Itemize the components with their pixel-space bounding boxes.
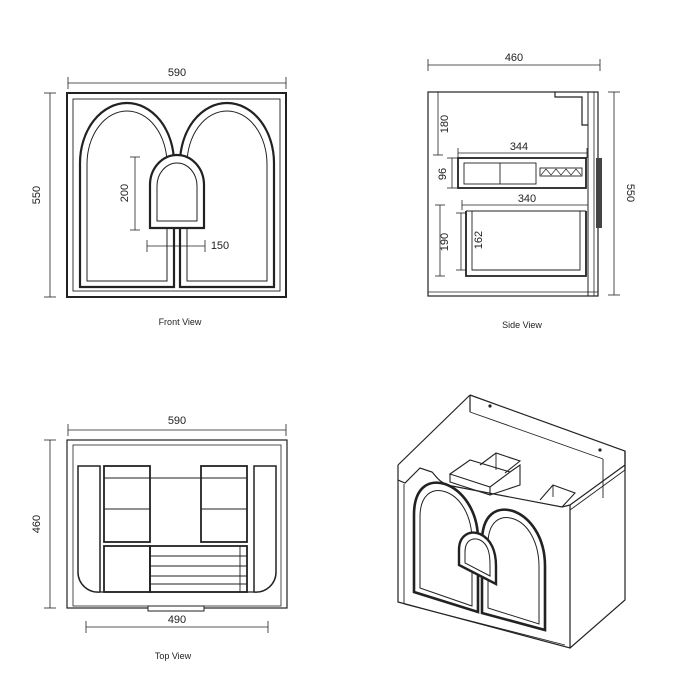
handle-offset-label: 150 — [211, 240, 229, 252]
right-arch-inner — [186, 110, 268, 282]
upper-drawer-width-label: 344 — [510, 141, 528, 153]
iso-left-arch-door — [412, 481, 480, 614]
top-inner-width-label: 490 — [168, 614, 186, 626]
top-gap-label: 180 — [439, 115, 451, 133]
isometric-view — [397, 394, 626, 649]
iso-right-side — [569, 451, 626, 649]
iso-inner-box-right — [539, 484, 576, 508]
upper-drawer-width-dimension: 344 — [457, 141, 588, 158]
right-drawer-module — [200, 465, 248, 543]
left-rounded-side — [77, 465, 101, 593]
handle-height-label: 200 — [119, 184, 131, 202]
lower-drawer-height-label: 162 — [473, 231, 485, 249]
upper-drawer-height-label: 96 — [437, 168, 449, 180]
front-height-label: 550 — [31, 186, 43, 204]
lower-drawer-height-dimension: 162 — [456, 212, 485, 271]
side-view: 460 550 180 344 — [427, 52, 636, 330]
top-depth-label: 460 — [31, 515, 43, 533]
front-panel-slats — [149, 545, 248, 593]
front-view: 590 550 200 15 — [31, 67, 287, 327]
front-width-label: 590 — [168, 67, 186, 79]
handle-offset-dimension: 150 — [146, 240, 229, 252]
iso-handle-plate — [457, 531, 498, 586]
front-outer-frame — [66, 92, 287, 298]
drawer-runner — [539, 167, 583, 177]
upper-drawer — [457, 157, 587, 189]
front-inner-frame — [72, 98, 281, 292]
iso-right-arch-door — [480, 508, 547, 632]
top-handle — [147, 605, 205, 612]
handle-plate — [148, 153, 206, 230]
side-height-dimension: 550 — [608, 91, 636, 296]
top-view-caption: Top View — [155, 651, 192, 661]
lower-drawer-width-label: 340 — [518, 193, 536, 205]
top-view: 590 460 — [31, 415, 288, 661]
lower-drawer — [465, 211, 587, 277]
right-rounded-side — [253, 465, 277, 593]
front-panel-left — [103, 545, 151, 593]
handle-height-dimension: 200 — [119, 156, 140, 231]
side-height-label: 550 — [624, 184, 636, 202]
top-width-dimension: 590 — [67, 415, 287, 436]
front-width-dimension: 590 — [67, 67, 287, 89]
lower-drawer-width-dimension: 340 — [461, 193, 589, 210]
top-depth-dimension: 460 — [31, 439, 56, 609]
top-bracket — [554, 92, 588, 126]
top-width-label: 590 — [168, 415, 186, 427]
left-arch-inner — [86, 110, 168, 282]
upper-drawer-height-dimension: 96 — [437, 157, 457, 189]
front-view-caption: Front View — [159, 317, 202, 327]
top-gap-dimension: 180 — [433, 92, 451, 156]
front-height-dimension: 550 — [31, 92, 56, 298]
iso-front-face — [397, 480, 571, 649]
handle-plate-inner — [156, 162, 198, 222]
side-depth-label: 460 — [505, 52, 523, 64]
side-depth-dimension: 460 — [427, 52, 601, 71]
side-body — [427, 91, 599, 297]
left-drawer-module — [103, 465, 151, 543]
right-arch-door — [178, 101, 276, 289]
side-handle — [596, 158, 602, 228]
left-arch-door — [78, 101, 176, 289]
iso-inner-box-left — [448, 459, 512, 488]
lower-gap-dimension: 190 — [435, 204, 451, 277]
top-inner-width-dimension: 490 — [85, 614, 269, 633]
side-view-caption: Side View — [502, 320, 542, 330]
lower-gap-label: 190 — [439, 233, 451, 251]
